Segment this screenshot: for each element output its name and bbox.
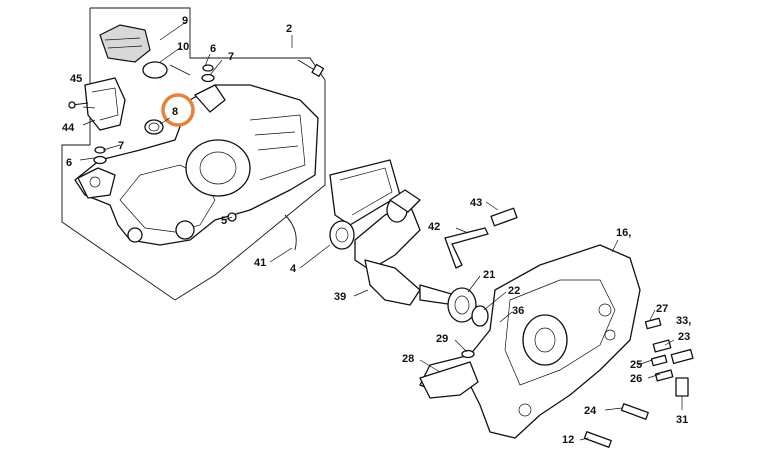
callout-29: 29 (436, 333, 448, 345)
callout-41: 41 (254, 257, 266, 269)
bolt-top-right (297, 59, 325, 77)
callout-6-lower: 6 (66, 157, 72, 169)
callout-6-upper: 6 (210, 43, 216, 55)
callout-4: 4 (290, 263, 297, 275)
callout-9: 9 (182, 15, 188, 27)
gasket-41 (284, 159, 401, 251)
callout-28: 28 (402, 353, 414, 365)
crankcase-left-half (74, 84, 319, 246)
callout-23: 23 (678, 331, 690, 343)
callout-7-lower: 7 (118, 140, 124, 152)
oil-seal-8 (144, 119, 164, 135)
callout-42: 42 (428, 221, 440, 233)
callout-27: 27 (656, 303, 668, 315)
leader-lines (79, 21, 683, 441)
crankshaft-39 (329, 189, 456, 306)
callout-26: 26 (630, 373, 642, 385)
callout-31: 31 (676, 414, 688, 426)
lever-42-43 (444, 207, 518, 269)
small-hardware-upper (93, 64, 237, 222)
small-hardware-right (461, 317, 694, 448)
assembly-frame-2 (61, 7, 326, 301)
callout-2: 2 (286, 23, 292, 35)
highlight-ring (161, 93, 195, 127)
callout-labels: 2 9 10 6 7 45 44 6 7 5 43 42 16, 41 4 21… (62, 15, 691, 446)
callout-5: 5 (221, 215, 227, 227)
callout-12: 12 (562, 434, 574, 446)
highlight-callout-8[interactable]: 8 (159, 93, 195, 127)
oil-pump-9 (99, 24, 168, 79)
callout-43: 43 (470, 197, 482, 209)
callout-22: 22 (508, 285, 520, 297)
callout-16: 16, (616, 227, 631, 239)
crankcase-right-half (419, 244, 641, 439)
callout-25: 25 (630, 359, 642, 371)
callout-24: 24 (584, 405, 597, 417)
callout-45: 45 (70, 73, 82, 85)
callout-21: 21 (483, 269, 495, 281)
callout-44: 44 (62, 122, 75, 134)
callout-7-upper: 7 (228, 51, 234, 63)
cover-plate-44 (68, 77, 126, 131)
callout-8: 8 (172, 106, 178, 118)
callout-39: 39 (334, 291, 346, 303)
callout-36: 36 (512, 305, 524, 317)
callout-10: 10 (177, 41, 189, 53)
callout-33: 33, (676, 315, 691, 327)
